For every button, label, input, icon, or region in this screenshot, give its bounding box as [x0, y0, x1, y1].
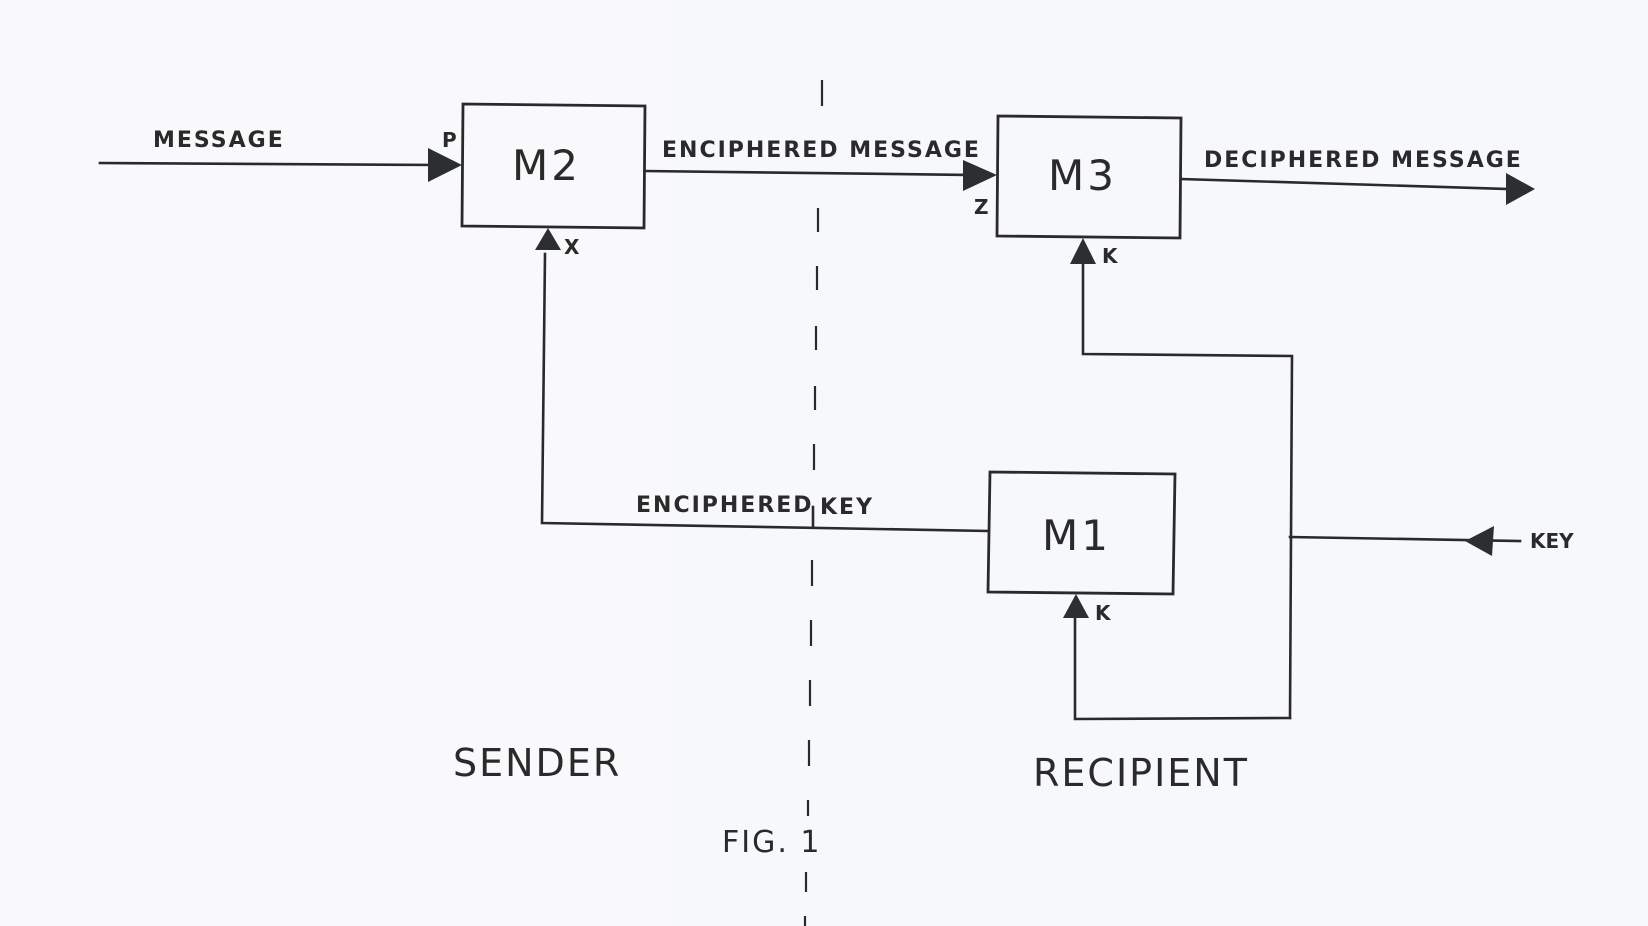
block-m3: M3	[995, 114, 1183, 240]
arrow-up-icon	[535, 228, 561, 250]
arrow-up-icon	[1070, 238, 1096, 264]
block-m1-label: M1	[1042, 511, 1111, 560]
arrow-right-icon	[428, 148, 462, 182]
connection-m2-to-m3: ENCIPHERED MESSAGE Z	[643, 138, 997, 219]
port-m1-k: K	[1095, 601, 1112, 625]
figure-caption: FIG. 1	[722, 825, 822, 860]
label-enciphered-message: ENCIPHERED MESSAGE	[662, 138, 981, 163]
port-m2-p: P	[442, 128, 457, 152]
arrow-right-icon	[963, 160, 997, 191]
enciphered-message-line	[643, 169, 977, 177]
block-m2-label: M2	[512, 141, 581, 190]
section-label-recipient: RECIPIENT	[1033, 751, 1249, 795]
port-m2-x: X	[564, 235, 580, 259]
block-m2-frame	[460, 102, 647, 230]
connection-key-to-m1: K	[1063, 594, 1292, 721]
label-enciphered-key-right: KEY	[820, 495, 874, 520]
block-m1-frame	[986, 470, 1177, 596]
arrow-up-icon	[1063, 594, 1089, 618]
key-to-m1-line	[1073, 614, 1292, 721]
arrow-right-icon	[1506, 173, 1535, 205]
page-background-left	[0, 0, 670, 926]
connection-key-input: KEY	[1288, 526, 1574, 556]
label-message: MESSAGE	[153, 128, 285, 153]
connection-key-to-m3: K	[1070, 238, 1294, 720]
block-m1: M1	[986, 470, 1177, 596]
block-m3-label: M3	[1048, 151, 1117, 200]
connection-m3-to-output: DECIPHERED MESSAGE	[1179, 148, 1535, 205]
message-line	[98, 161, 442, 167]
port-m3-k: K	[1102, 244, 1119, 268]
label-deciphered-message: DECIPHERED MESSAGE	[1204, 148, 1523, 173]
port-m3-z: Z	[974, 195, 989, 219]
key-to-m3-line	[1081, 260, 1294, 720]
label-key-input: KEY	[1530, 529, 1574, 553]
deciphered-message-line	[1179, 177, 1510, 191]
block-m2: M2	[460, 102, 647, 230]
sender-recipient-divider	[803, 80, 824, 926]
arrow-left-icon	[1465, 526, 1494, 556]
label-enciphered-key-left: ENCIPHERED	[636, 493, 814, 518]
section-label-sender: SENDER	[453, 741, 621, 785]
block-m3-frame	[995, 114, 1183, 240]
connection-m1-to-m2: X ENCIPHERED KEY	[535, 228, 990, 533]
enciphered-key-line	[540, 252, 990, 533]
connection-message-to-m2: MESSAGE P	[98, 128, 462, 182]
